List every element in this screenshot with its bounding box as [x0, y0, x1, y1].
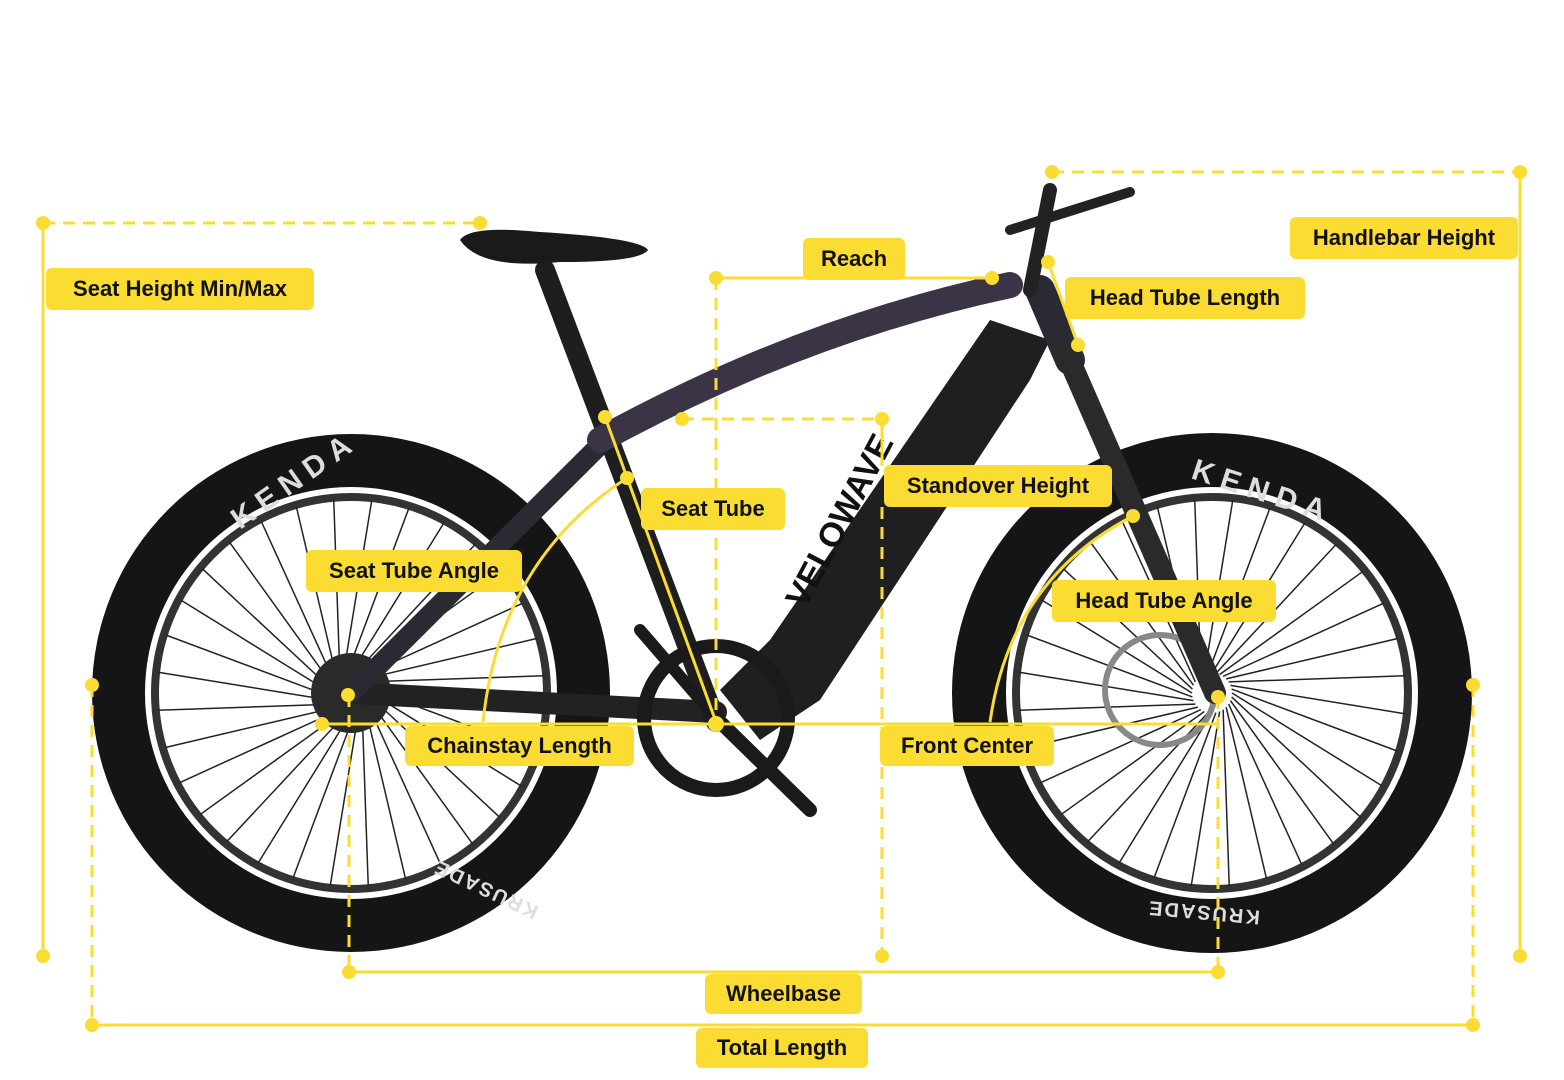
spoke — [226, 712, 348, 843]
spoke — [1222, 602, 1385, 678]
spoke — [1231, 692, 1383, 787]
spoke — [1225, 706, 1268, 880]
spoke — [350, 522, 445, 674]
label-chainstay-length: Chainstay Length — [405, 726, 634, 766]
spoke — [1222, 709, 1231, 887]
spoke — [1060, 710, 1205, 816]
spoke — [1231, 688, 1398, 752]
spoke — [361, 709, 370, 887]
label-seat-tube: Seat Tube — [641, 488, 785, 530]
spoke — [1190, 711, 1221, 887]
label-head-tube-angle: Head Tube Angle — [1052, 580, 1276, 622]
label-wheelbase: Wheelbase — [705, 974, 862, 1014]
bike-illustration: KENDA KRUSADE KENDA KRUSADE VE — [92, 183, 1472, 953]
label-head-tube-length: Head Tube Length — [1065, 277, 1305, 319]
spoke — [367, 674, 545, 683]
spoke — [164, 706, 338, 749]
spoke — [201, 568, 332, 690]
label-total-length: Total Length — [696, 1028, 868, 1068]
label-standover-height: Standover Height — [884, 465, 1112, 507]
label-seat-height: Seat Height Min/Max — [46, 268, 314, 310]
spoke — [1229, 700, 1335, 845]
spoke — [1227, 703, 1303, 866]
label-handlebar-height: Handlebar Height — [1290, 217, 1518, 259]
spoke — [329, 711, 360, 887]
spoke — [157, 671, 333, 702]
spoke — [257, 712, 352, 864]
spoke — [228, 541, 334, 686]
spoke — [295, 506, 338, 680]
spoke — [157, 703, 335, 712]
spoke — [364, 637, 538, 680]
spoke — [1231, 696, 1362, 818]
spoke — [1039, 708, 1202, 784]
spoke — [1215, 543, 1337, 674]
spoke — [292, 712, 356, 879]
spoke — [1153, 712, 1217, 879]
spoke — [180, 599, 332, 694]
spoke — [1219, 570, 1364, 676]
spoke — [165, 634, 332, 698]
spoke — [1230, 684, 1406, 715]
spoke — [1228, 674, 1406, 683]
label-reach: Reach — [803, 238, 905, 280]
spoke — [1118, 712, 1213, 864]
label-front-center: Front Center — [880, 726, 1054, 766]
spoke — [178, 708, 341, 784]
spoke — [260, 520, 336, 683]
label-seat-tube-angle: Seat Tube Angle — [306, 550, 522, 592]
spoke — [1025, 706, 1199, 749]
spoke — [364, 706, 407, 880]
spoke — [366, 703, 442, 866]
spoke — [1225, 637, 1399, 680]
